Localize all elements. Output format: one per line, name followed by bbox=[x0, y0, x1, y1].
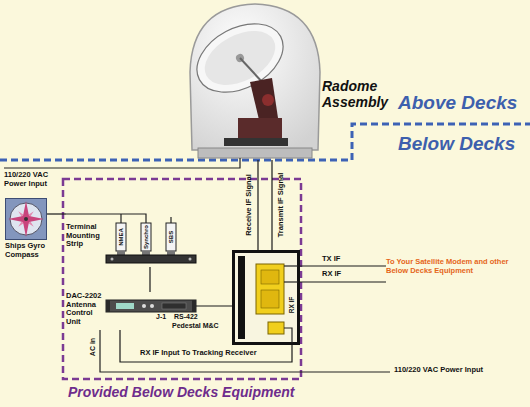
port-label: NMEA bbox=[118, 228, 125, 246]
power-label: 110/220 VAC Power Input bbox=[394, 366, 483, 375]
node-text: Ships Gyro Compass bbox=[5, 242, 63, 259]
deck-label: Below Decks bbox=[398, 133, 515, 155]
cable-connector bbox=[120, 330, 292, 362]
power-label: 110/220 VAC Power Input bbox=[4, 171, 64, 188]
gyro-compass: Ships Gyro Compass bbox=[5, 198, 47, 240]
control-unit-illustration bbox=[106, 300, 196, 312]
signal-label: Receive IF Signal bbox=[245, 174, 254, 236]
signal-label: Pedestal M&C bbox=[172, 322, 219, 330]
cable-connector bbox=[272, 160, 273, 250]
port-label: Synchro bbox=[143, 225, 150, 249]
signal-label: TX IF bbox=[322, 255, 340, 264]
cable-connector bbox=[196, 306, 232, 307]
cable-line bbox=[47, 213, 66, 214]
cable-connector bbox=[258, 160, 259, 250]
node-text: Radome Assembly bbox=[322, 78, 400, 110]
node-text: Provided Below Decks Equipment bbox=[68, 384, 294, 400]
power-cable bbox=[100, 330, 390, 372]
power-cable bbox=[4, 158, 240, 168]
cable-connector bbox=[300, 266, 386, 267]
node-text: Terminal Mounting Strip bbox=[66, 223, 106, 249]
cable-line bbox=[196, 305, 232, 306]
signal-label: RS-422 bbox=[174, 313, 198, 321]
cable-line bbox=[300, 265, 386, 266]
radome-assembly: Radome Assembly bbox=[180, 0, 330, 160]
cable-line bbox=[300, 281, 386, 282]
cable-line bbox=[257, 160, 258, 250]
node-text: To Your Satellite Modem and other Below … bbox=[386, 258, 526, 275]
interface-panel-illustration bbox=[234, 252, 299, 344]
port-label: SBS bbox=[168, 231, 175, 243]
cable-line bbox=[271, 160, 272, 250]
terminal-strip: Terminal Mounting Strip bbox=[66, 205, 196, 267]
power-label: AC in bbox=[89, 338, 97, 356]
terminal-strip-illustration bbox=[66, 214, 196, 263]
cable-line bbox=[149, 267, 150, 292]
interface-panel: RX IF bbox=[232, 250, 300, 345]
cable-line bbox=[120, 330, 292, 362]
deck-label: Above Decks bbox=[398, 92, 517, 114]
modem-destination: To Your Satellite Modem and other Below … bbox=[386, 258, 526, 288]
signal-label: Transmit IF Signal bbox=[277, 173, 286, 238]
signal-label: RX IF bbox=[322, 270, 341, 279]
signal-label: RX IF Input To Tracking Receiver bbox=[140, 349, 257, 358]
connector-label: J-1 bbox=[156, 313, 166, 321]
radome-illustration bbox=[185, 4, 320, 158]
cable-connector bbox=[150, 267, 151, 292]
node-text: RX IF bbox=[288, 297, 295, 314]
cable-connector bbox=[300, 282, 386, 283]
node-text: DAC-2202 Antenna Control Unit bbox=[66, 292, 106, 327]
cable-connector bbox=[47, 214, 66, 215]
gyro-compass-icon bbox=[6, 199, 47, 240]
region-outline bbox=[63, 179, 301, 379]
